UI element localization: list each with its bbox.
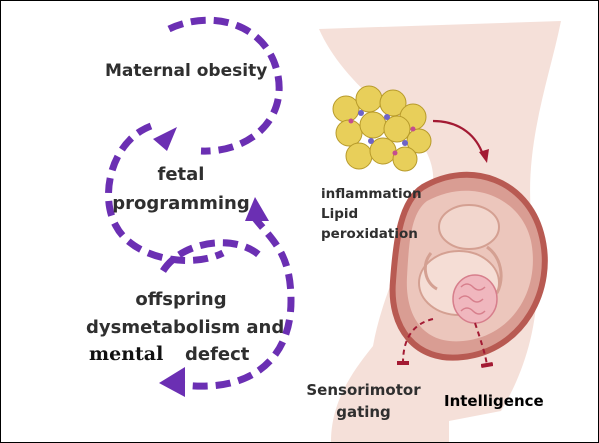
label-intelligence: Intelligence (444, 392, 544, 410)
label-fetal: fetal (157, 164, 205, 185)
cycle-arrows-icon (105, 16, 295, 390)
label-defect: defect (185, 344, 250, 365)
label-lipid: Lipid (321, 206, 359, 222)
fat-to-uterus-arrow (432, 119, 489, 163)
label-maternal-obesity: Maternal obesity (105, 61, 268, 81)
label-programming: programming (112, 193, 250, 214)
label-peroxidation: peroxidation (321, 226, 418, 242)
cycle-arrowheads (153, 127, 269, 397)
label-dysmetabolism: dysmetabolism and (86, 317, 285, 338)
label-offspring: offspring (135, 289, 227, 310)
fetal-brain-icon (452, 274, 498, 324)
inhibition-arrow-intelligence (474, 322, 494, 368)
pregnant-torso-icon (319, 21, 561, 442)
adipose-tissue-icon (332, 85, 432, 172)
label-inflammation: inflammation (321, 186, 422, 202)
label-sensorimotor: Sensorimotor (306, 381, 421, 399)
inhibition-arrow-sensorimotor (396, 318, 434, 366)
label-mental: mental (89, 343, 164, 365)
label-gating: gating (336, 403, 391, 421)
